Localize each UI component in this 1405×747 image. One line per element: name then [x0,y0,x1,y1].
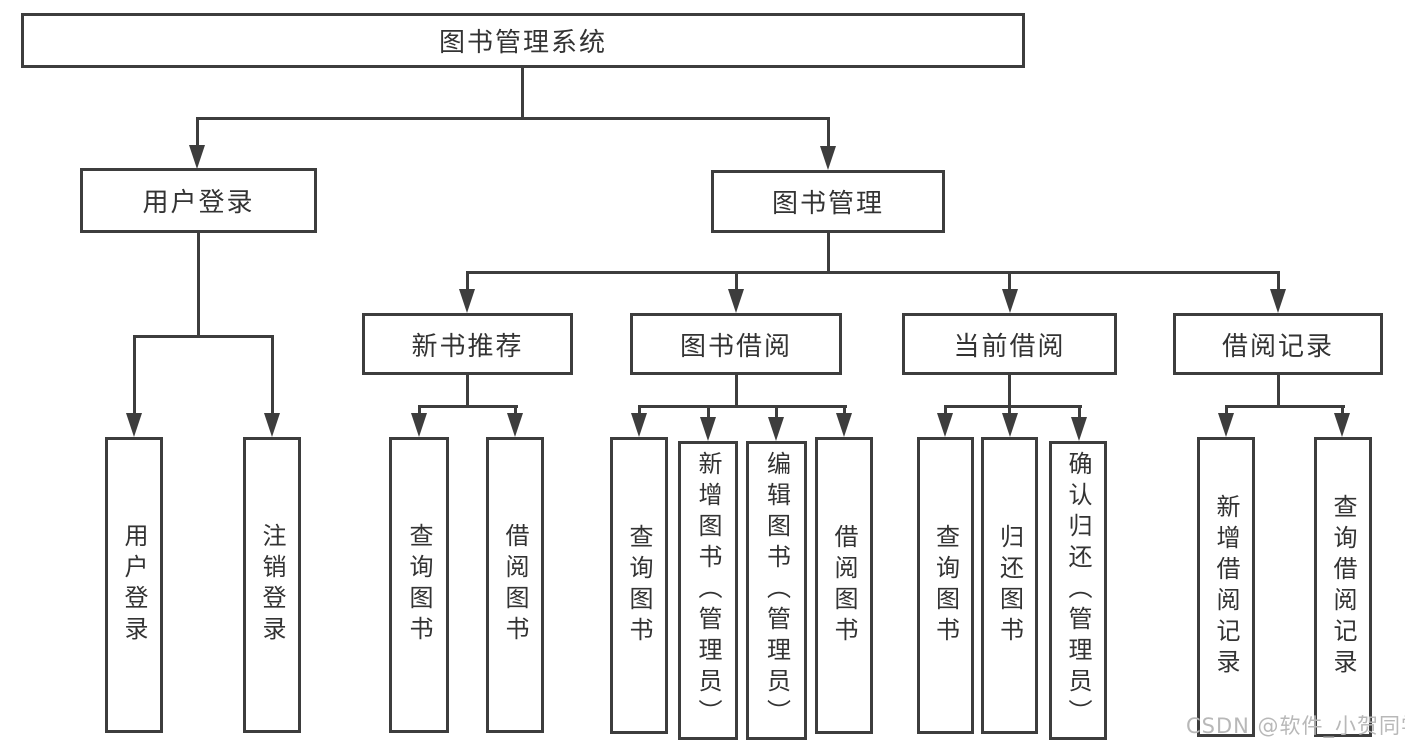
connector-line [775,405,778,419]
leaf-borrowing-query-book: 查询图书 [610,437,668,734]
connector-arrowhead [1270,289,1286,313]
leaf-edit-book-admin: 编辑图书（管理员） [746,441,807,740]
connector-arrowhead [189,145,205,169]
leaf-add-borrow-record: 新增借阅记录 [1197,437,1255,737]
node-user-login-label: 用户登录 [142,188,255,218]
connector-line [521,66,524,119]
node-borrowing-records-label: 借阅记录 [1221,331,1334,362]
node-new-book-recommend-label: 新书推荐 [411,331,524,362]
connector-line [1008,271,1011,293]
connector-line [827,117,830,149]
connector-arrowhead [937,413,953,437]
connector-line [707,405,710,419]
node-new-book-recommend: 新书推荐 [362,313,573,375]
connector-line [638,405,641,415]
leaf-confirm-return-admin-label: 确认归还（管理员） [1064,451,1092,730]
leaf-query-borrow-record: 查询借阅记录 [1314,437,1372,737]
connector-arrowhead [459,289,475,313]
connector-line [271,335,274,415]
connector-arrowhead [1218,413,1234,437]
connector-arrowhead [836,413,852,437]
node-book-management: 图书管理 [711,170,945,233]
node-current-borrowing-label: 当前借阅 [953,331,1066,362]
connector-line [1277,375,1280,408]
connector-line [827,233,830,274]
connector-arrowhead [126,413,142,437]
connector-line [843,405,846,415]
connector-line [944,405,1082,408]
leaf-return-book: 归还图书 [981,437,1038,734]
node-user-login: 用户登录 [80,168,317,233]
leaf-borrowing-borrow-book-label: 借阅图书 [830,523,858,648]
connector-arrowhead [411,413,427,437]
leaf-logout-label: 注销登录 [258,523,286,647]
leaf-edit-book-admin-label: 编辑图书（管理员） [762,451,791,730]
connector-line [466,375,469,408]
leaf-recommend-borrow-book: 借阅图书 [486,437,544,733]
connector-arrowhead [264,413,280,437]
connector-arrowhead [1002,289,1018,313]
connector-arrowhead [820,146,836,170]
leaf-add-borrow-record-label: 新增借阅记录 [1212,494,1240,680]
connector-line [1225,405,1228,415]
connector-arrowhead [631,413,647,437]
leaf-recommend-query-book: 查询图书 [389,437,449,733]
node-book-management-label: 图书管理 [771,189,884,219]
csdn-watermark: CSDN @软件_小贺同学 [1186,714,1405,738]
node-borrowing-records: 借阅记录 [1173,313,1383,375]
node-library-system: 图书管理系统 [21,13,1025,68]
connector-line [418,405,421,415]
leaf-user-login: 用户登录 [105,437,163,733]
connector-line [1277,271,1280,293]
connector-line [133,335,136,415]
connector-line [1078,405,1081,419]
leaf-confirm-return-admin: 确认归还（管理员） [1049,441,1107,740]
connector-line [1008,375,1011,408]
connector-arrowhead [1334,413,1350,437]
connector-line [196,117,199,149]
node-library-system-label: 图书管理系统 [438,28,607,58]
node-current-borrowing: 当前借阅 [902,313,1117,375]
connector-line [196,117,830,120]
leaf-user-login-label: 用户登录 [120,523,148,647]
leaf-add-book-admin: 新增图书（管理员） [678,441,738,740]
connector-arrowhead [768,417,784,441]
leaf-borrowing-borrow-book: 借阅图书 [815,437,873,734]
leaf-logout: 注销登录 [243,437,301,733]
connector-line [466,271,469,293]
leaf-return-book-label: 归还图书 [995,523,1024,648]
connector-line [1341,405,1344,415]
leaf-add-book-admin-label: 新增图书（管理员） [694,451,722,730]
leaf-borrowing-query-book-label: 查询图书 [625,523,653,648]
connector-arrowhead [700,417,716,441]
leaf-current-query-book-label: 查询图书 [931,523,960,648]
connector-line [1225,405,1345,408]
connector-line [514,405,517,415]
connector-line [1008,405,1011,415]
connector-line [735,271,738,293]
leaf-current-query-book: 查询图书 [917,437,974,734]
connector-line [638,405,847,408]
connector-line [944,405,947,415]
connector-line [197,233,200,338]
leaf-recommend-borrow-book-label: 借阅图书 [501,523,529,647]
connector-line [735,375,738,408]
connector-line [466,271,1280,274]
leaf-query-borrow-record-label: 查询借阅记录 [1329,494,1357,680]
node-book-borrowing: 图书借阅 [630,313,842,375]
node-book-borrowing-label: 图书借阅 [679,331,792,362]
connector-arrowhead [1002,413,1018,437]
connector-line [418,405,518,408]
leaf-recommend-query-book-label: 查询图书 [405,523,433,647]
connector-arrowhead [728,289,744,313]
connector-line [133,335,274,338]
connector-arrowhead [1071,417,1087,441]
connector-arrowhead [507,413,523,437]
